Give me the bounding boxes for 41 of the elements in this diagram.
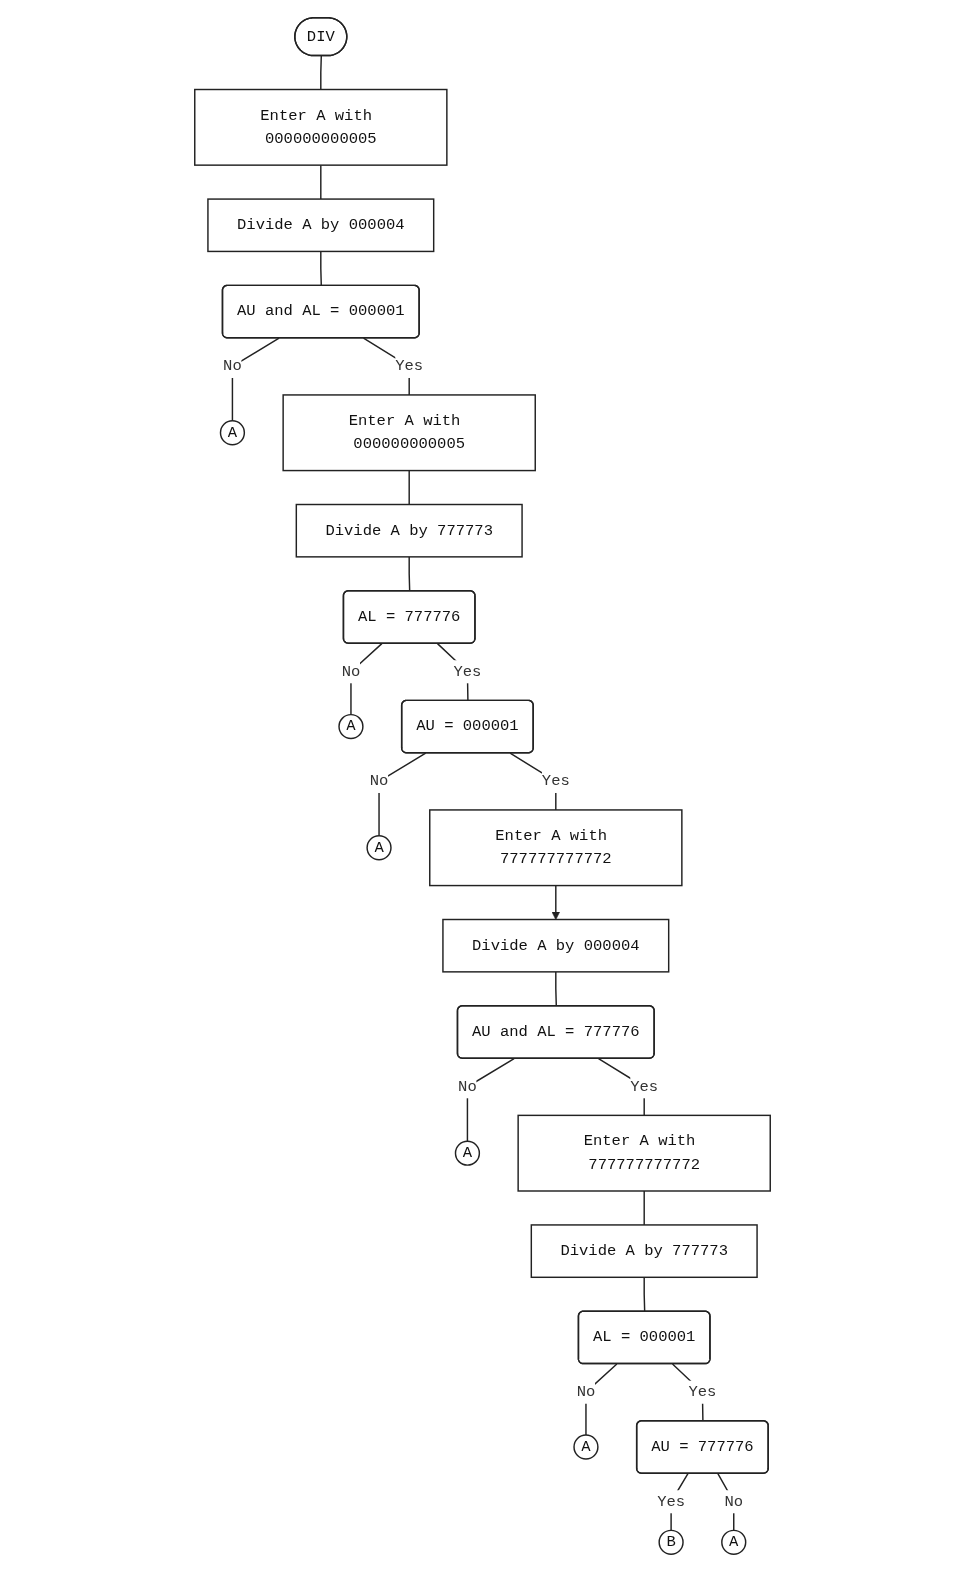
connector (377, 752, 426, 837)
node-circle: A (720, 1529, 746, 1555)
edge-label: Yes (541, 772, 570, 791)
edge-label: No (369, 772, 388, 791)
connector (466, 1057, 515, 1142)
edge-label: Yes (629, 1078, 658, 1096)
connector (349, 642, 383, 716)
connector (407, 469, 410, 506)
connector (554, 971, 557, 1007)
connector (642, 1190, 645, 1226)
node-box: Enter A with 777777777772 (516, 1114, 771, 1192)
edge-label: No (576, 1383, 595, 1401)
connector (319, 250, 322, 287)
connector (319, 164, 322, 200)
edge-label: Yes (656, 1493, 685, 1511)
connector (642, 1276, 645, 1313)
node-box: Enter A with 000000000005 (193, 88, 448, 166)
node-circle: A (219, 420, 245, 446)
node-circle: A (337, 713, 364, 740)
node-box: Divide A by 000004 (206, 198, 434, 253)
node-box: Divide A by 000004 (441, 918, 669, 973)
edge-label: No (723, 1493, 743, 1511)
node-box: Divide A by 777773 (295, 503, 523, 558)
connector (407, 556, 410, 592)
arrow (551, 884, 560, 920)
node-circle: B (657, 1529, 684, 1555)
edge-label: No (341, 663, 360, 681)
node-circle: A (365, 835, 392, 861)
node-box: Enter A with 000000000005 (281, 394, 536, 472)
connector (716, 1472, 734, 1532)
node-circle: A (454, 1140, 480, 1166)
connector (584, 1363, 618, 1436)
node-circle: A (572, 1434, 599, 1460)
node-box: Enter A with 777777777772 (428, 809, 683, 887)
edge-label: Yes (687, 1383, 716, 1401)
connector (319, 55, 322, 91)
node-box: Divide A by 777773 (530, 1224, 758, 1278)
edge-label: Yes (394, 357, 423, 376)
edge-label: Yes (452, 663, 481, 681)
edge-label: No (457, 1078, 477, 1096)
edge-label: No (222, 357, 242, 376)
